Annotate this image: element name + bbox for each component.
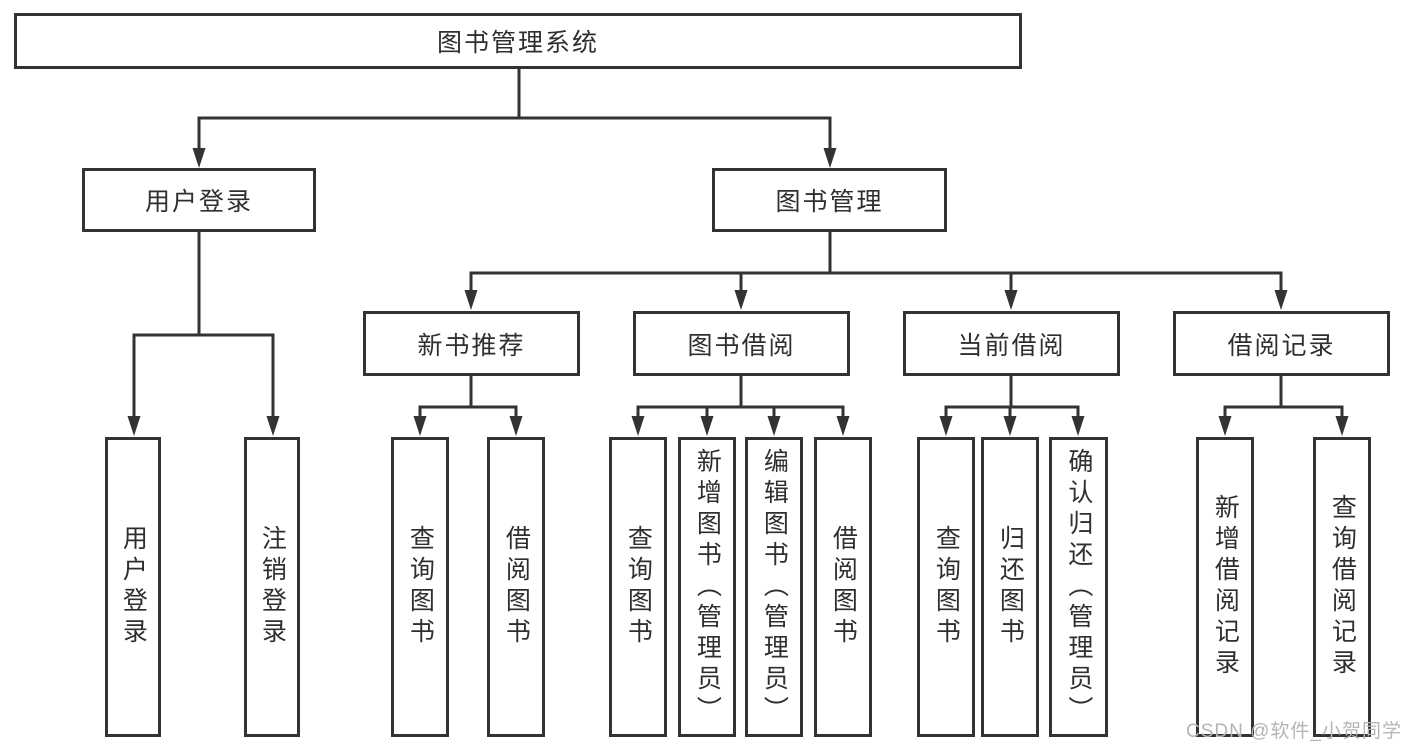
node-label: 新增借阅记录 <box>1211 494 1240 680</box>
node-user-login: 用户登录 <box>82 168 316 232</box>
node-leaf-query-books-recommend: 查询图书 <box>391 437 449 737</box>
node-new-book-recommend: 新书推荐 <box>363 311 580 376</box>
node-leaf-logout: 注销登录 <box>244 437 300 737</box>
node-library-system: 图书管理系统 <box>14 13 1022 69</box>
arrow-down-icon <box>1071 416 1085 436</box>
node-current-borrow: 当前借阅 <box>903 311 1120 376</box>
node-leaf-confirm-return-admin: 确认归还（管理员） <box>1049 437 1108 737</box>
arrow-down-icon <box>734 290 748 310</box>
node-label: 查询图书 <box>624 525 653 649</box>
node-leaf-return-books: 归还图书 <box>981 437 1039 737</box>
arrow-down-icon <box>939 416 953 436</box>
arrow-down-icon <box>631 416 645 436</box>
arrow-down-icon <box>767 416 781 436</box>
node-label: 查询借阅记录 <box>1328 494 1357 680</box>
node-label: 查询图书 <box>406 525 435 649</box>
node-leaf-query-borrow-record: 查询借阅记录 <box>1313 437 1371 737</box>
node-label: 当前借阅 <box>957 331 1066 360</box>
arrow-down-icon <box>1335 416 1349 436</box>
node-label: 图书管理系统 <box>436 29 599 57</box>
node-leaf-query-books-current: 查询图书 <box>917 437 975 737</box>
arrow-down-icon <box>823 148 837 168</box>
node-label: 编辑图书（管理员） <box>760 447 789 727</box>
node-label: 用户登录 <box>144 188 253 216</box>
node-label: 新增图书（管理员） <box>693 447 722 727</box>
arrow-down-icon <box>266 416 280 436</box>
arrow-down-icon <box>700 416 714 436</box>
node-leaf-user-login: 用户登录 <box>105 437 161 737</box>
node-label: 借阅记录 <box>1227 331 1336 360</box>
node-label: 确认归还（管理员） <box>1064 447 1093 727</box>
node-book-management: 图书管理 <box>712 168 947 232</box>
arrow-down-icon <box>464 290 478 310</box>
node-label: 借阅图书 <box>502 525 531 649</box>
node-book-borrow: 图书借阅 <box>633 311 850 376</box>
arrow-down-icon <box>192 148 206 168</box>
node-leaf-borrow-books: 借阅图书 <box>814 437 872 737</box>
arrow-down-icon <box>127 416 141 436</box>
arrow-down-icon <box>509 416 523 436</box>
node-label: 借阅图书 <box>829 525 858 649</box>
node-leaf-add-books-admin: 新增图书（管理员） <box>678 437 736 737</box>
arrow-down-icon <box>1003 416 1017 436</box>
node-borrow-record: 借阅记录 <box>1173 311 1390 376</box>
node-label: 图书借阅 <box>687 331 796 360</box>
node-label: 查询图书 <box>932 525 961 649</box>
arrow-down-icon <box>1004 290 1018 310</box>
node-label: 用户登录 <box>119 525 148 649</box>
node-leaf-borrow-books-recommend: 借阅图书 <box>487 437 545 737</box>
arrow-down-icon <box>1274 290 1288 310</box>
node-label: 注销登录 <box>258 525 287 649</box>
node-leaf-query-books-borrow: 查询图书 <box>609 437 667 737</box>
node-label: 图书管理 <box>775 188 884 216</box>
arrow-down-icon <box>413 416 427 436</box>
watermark: CSDN @软件_小贺同学 <box>1186 721 1402 742</box>
node-label: 新书推荐 <box>417 331 526 360</box>
node-leaf-add-borrow-record: 新增借阅记录 <box>1196 437 1254 737</box>
arrow-down-icon <box>836 416 850 436</box>
node-leaf-edit-books-admin: 编辑图书（管理员） <box>745 437 803 737</box>
node-label: 归还图书 <box>996 525 1025 649</box>
arrow-down-icon <box>1218 416 1232 436</box>
